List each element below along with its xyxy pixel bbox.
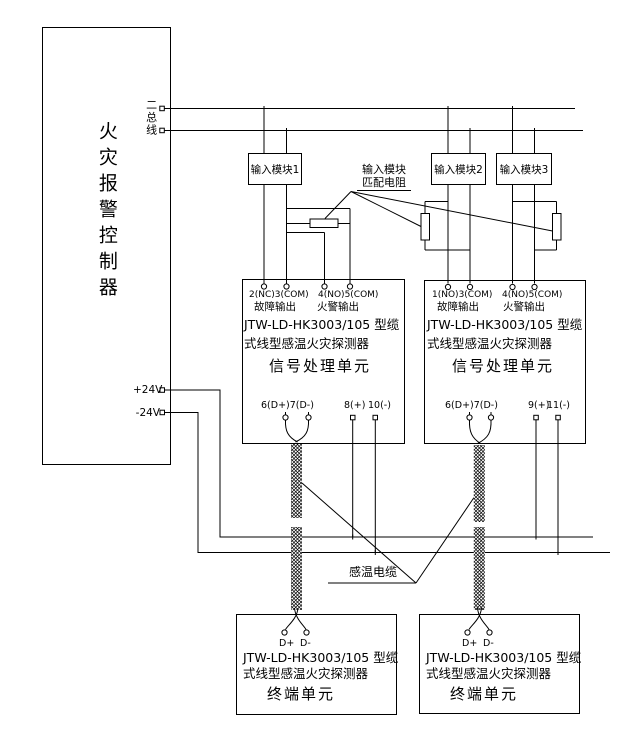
matching-resistor-note-line2: 匹配电阻	[362, 176, 406, 189]
unit1-data-terminal-labels: 6(D+)7(D-)	[261, 400, 314, 411]
cable2-lower-segment	[473, 527, 485, 610]
terminal-unit1-d-terminals	[281, 629, 310, 636]
cable1-lower-segment	[291, 527, 302, 610]
terminal-unit-2-box	[419, 614, 580, 714]
resistor-note-leaders	[324, 191, 553, 232]
unit1-power-minus-label: 10(-)	[368, 400, 391, 411]
unit1-name: 信号处理单元	[269, 357, 372, 375]
matching-resistor-note: 输入模块 匹配电阻	[357, 163, 411, 191]
module3-wires	[512, 108, 557, 284]
unit2-fire-output-label: 火警输出	[503, 300, 545, 313]
terminal-unit1-name: 终端单元	[267, 685, 336, 703]
module3-matching-resistor	[552, 213, 562, 241]
bus-lines	[164, 108, 583, 131]
module1-matching-resistor	[309, 218, 339, 228]
unit1-model-line2: 式线型感温火灾探测器	[244, 336, 370, 351]
terminal-unit1-fork	[285, 607, 307, 630]
unit2-name: 信号处理单元	[452, 357, 555, 375]
module2-matching-resistor	[420, 213, 430, 241]
input-module-3-box: 输入模块3	[496, 153, 552, 185]
unit2-fire-terminals: 4(NO)5(COM)	[502, 289, 563, 300]
unit1-power-plus-label: 8(+)	[344, 400, 366, 411]
input-module-3-label: 输入模块3	[499, 163, 549, 176]
unit2-power-plus-label: 9(+)	[528, 400, 550, 411]
matching-resistor-note-line1: 输入模块	[362, 163, 406, 176]
terminal-unit2-dplus-label: D+	[462, 637, 478, 649]
unit1-data-terminals	[282, 414, 312, 421]
unit2-bottom-wires	[469, 412, 559, 553]
input-module-2-box: 输入模块2	[431, 153, 486, 185]
terminal-unit1-dminus-label: D-	[300, 637, 311, 649]
sensing-cables	[291, 443, 485, 610]
terminal-unit1-model-line2: 式线型感温火灾探测器	[243, 665, 369, 681]
unit1-bottom-wires	[285, 412, 376, 553]
unit2-fault-terminals: 1(NO)3(COM)	[432, 289, 493, 300]
unit2-data-terminals	[466, 414, 495, 421]
unit2-fault-output-label: 故障输出	[437, 300, 479, 313]
unit1-fire-terminals: 4(NO)5(COM)	[318, 289, 379, 300]
junction-ticks	[261, 106, 561, 555]
cable2-upper-segment	[473, 445, 485, 522]
cable1-upper-segment	[291, 443, 302, 518]
unit2-model-line1: JTW-LD-HK3003/105 型缆	[427, 317, 583, 332]
controller-box	[42, 27, 171, 465]
sensing-cable-label: 感温电缆	[349, 564, 398, 579]
terminal-unit2-dminus-label: D-	[483, 637, 494, 649]
terminal-unit2-name: 终端单元	[450, 685, 519, 703]
plus-24v-label: +24V	[133, 384, 163, 396]
terminal-unit2-fork	[468, 607, 490, 630]
input-module-1-label: 输入模块1	[250, 163, 300, 176]
terminal-unit2-model-line2: 式线型感温火灾探测器	[426, 665, 552, 681]
power-24v-lines	[164, 389, 610, 553]
signal-unit-1-box	[242, 279, 405, 444]
unit1-fault-output-label: 故障输出	[254, 300, 296, 313]
terminal-unit2-d-terminals	[464, 629, 493, 636]
square-terminals	[159, 105, 561, 421]
unit2-model-line2: 式线型感温火灾探测器	[427, 336, 553, 351]
unit2-cable-fork	[468, 419, 492, 444]
bus-label: 二总线	[144, 99, 158, 137]
input-module-1-box: 输入模块1	[248, 153, 302, 185]
signal-unit-2-box	[424, 280, 586, 444]
module2-wires	[424, 108, 471, 284]
terminal-unit1-model-line1: JTW-LD-HK3003/105 型缆	[243, 649, 399, 665]
module1-wires	[263, 108, 351, 284]
unit1-fault-terminals: 2(NC)3(COM)	[249, 289, 309, 300]
terminal-unit-1-box	[236, 614, 397, 715]
unit1-cable-fork	[284, 419, 310, 443]
input-module-2-label: 输入模块2	[434, 163, 483, 176]
controller-title: 火灾报警控制器	[95, 121, 118, 303]
unit1-model-line1: JTW-LD-HK3003/105 型缆	[244, 317, 400, 332]
unit2-power-minus-label: 11(-)	[547, 400, 570, 411]
unit1-top-terminals	[260, 283, 354, 290]
minus-24v-label: -24V	[135, 406, 160, 419]
terminal-unit1-dplus-label: D+	[279, 637, 295, 649]
cable-label-leaders	[301, 482, 475, 584]
terminal-unit2-model-line1: JTW-LD-HK3003/105 型缆	[426, 649, 582, 665]
unit2-top-terminals	[444, 283, 538, 291]
unit2-data-terminal-labels: 6(D+)7(D-)	[445, 400, 498, 411]
unit1-fire-output-label: 火警输出	[317, 300, 359, 313]
